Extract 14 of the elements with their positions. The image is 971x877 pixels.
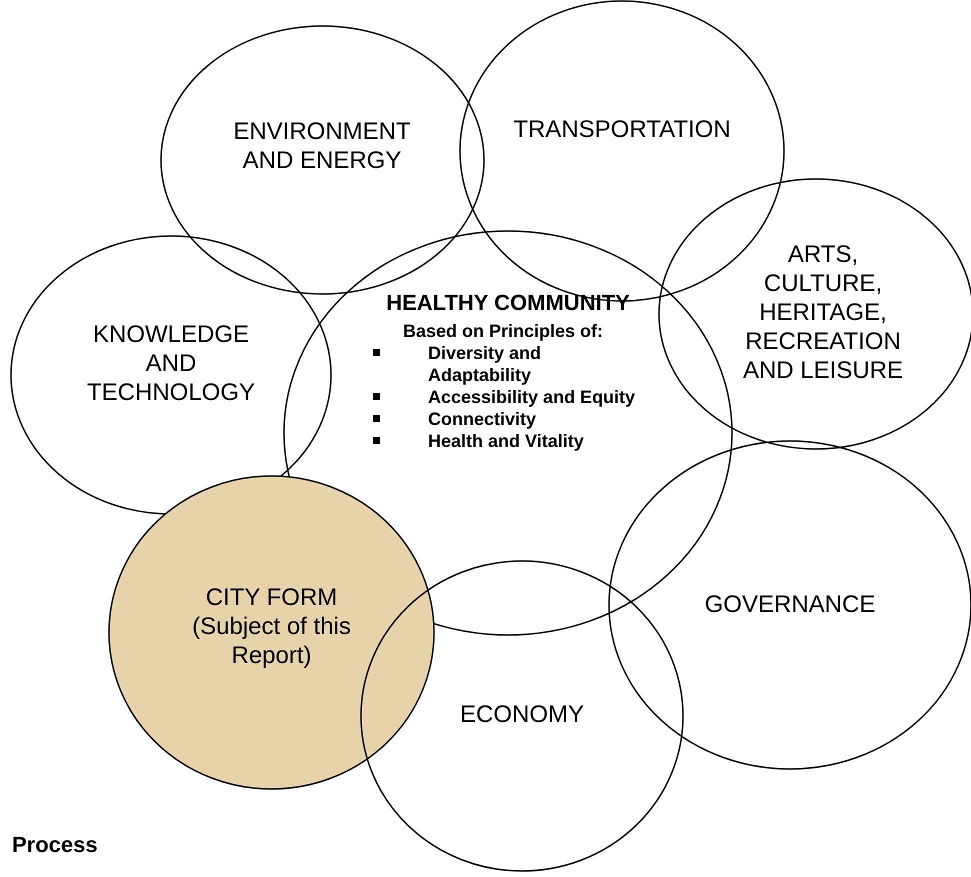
circle-label: ENVIRONMENT AND ENERGY xyxy=(232,117,412,175)
subheading: Based on Principles of: xyxy=(402,320,604,342)
bullet-text: Health and Vitality xyxy=(428,430,585,452)
circle-label: GOVERNANCE xyxy=(704,590,876,619)
circle-label: ARTS, CULTURE, HERITAGE, RECREATION AND LEISURE xyxy=(742,240,904,385)
circle-label: CITY FORM (Subject of this Report) xyxy=(191,583,352,670)
bullet-text: Connectivity xyxy=(428,408,538,430)
circle-label: KNOWLEDGE AND TECHNOLOGY xyxy=(86,320,256,407)
bullet-text: Accessibility and Equity xyxy=(428,386,636,408)
heading: HEALTHY COMMUNITY xyxy=(385,290,631,316)
circle-label: ECONOMY xyxy=(458,700,585,729)
bullet-text: Diversity and Adaptability xyxy=(428,342,542,386)
circle-label: TRANSPORTATION xyxy=(512,115,732,144)
section-heading: Process xyxy=(12,832,98,858)
